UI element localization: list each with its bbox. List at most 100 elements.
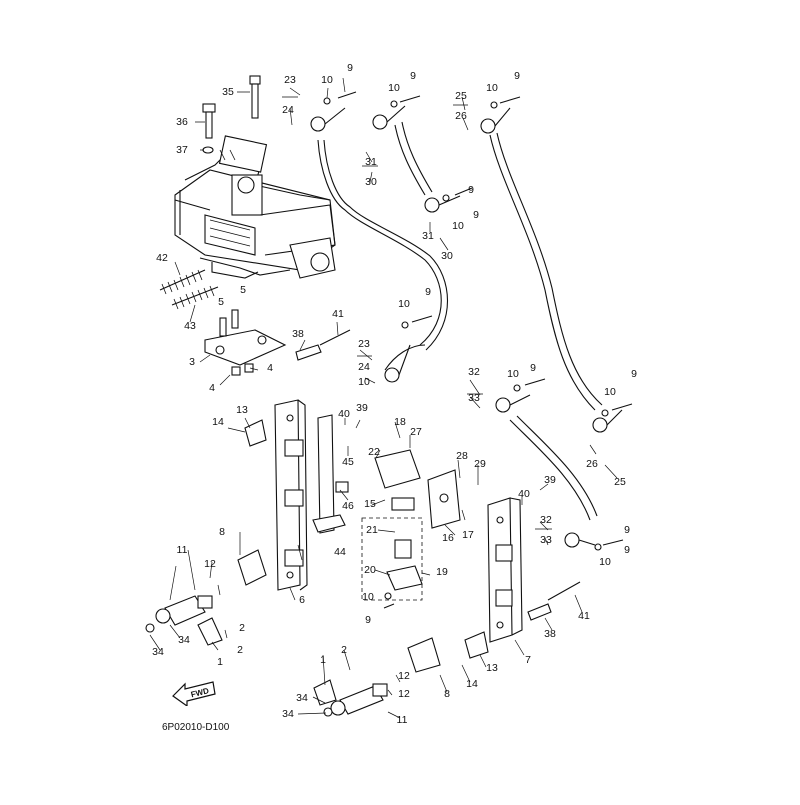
callout-2b: 2 bbox=[237, 643, 243, 656]
callout-2c: 2 bbox=[341, 643, 347, 656]
callout-10c: 10 bbox=[486, 81, 498, 94]
callout-33b: 33 bbox=[540, 533, 552, 546]
fuel-rail-7 bbox=[487, 497, 523, 643]
callout-5b: 5 bbox=[218, 295, 224, 308]
callout-42: 42 bbox=[156, 251, 168, 264]
group-brackets bbox=[282, 96, 552, 530]
callout-6: 6 bbox=[299, 593, 305, 606]
hose-fittings bbox=[310, 105, 623, 548]
callout-39b: 39 bbox=[544, 473, 556, 486]
callout-34c: 34 bbox=[296, 691, 308, 704]
plate-13-left bbox=[244, 419, 267, 447]
callout-9j: 9 bbox=[624, 523, 630, 536]
callout-12c: 12 bbox=[398, 687, 410, 700]
callout-31b: 31 bbox=[422, 229, 434, 242]
bolt-35 bbox=[249, 75, 261, 119]
callout-11b: 11 bbox=[396, 713, 408, 726]
callout-46: 46 bbox=[342, 499, 354, 512]
callout-10d: 10 bbox=[452, 219, 464, 232]
pipe-38 bbox=[295, 344, 552, 621]
pressure-regulator bbox=[361, 449, 423, 601]
callout-10f: 10 bbox=[358, 375, 370, 388]
holder-8-bottom bbox=[407, 637, 441, 673]
callout-9i: 9 bbox=[365, 613, 371, 626]
callout-12b: 12 bbox=[398, 669, 410, 682]
callout-34a: 34 bbox=[178, 633, 190, 646]
callout-41a: 41 bbox=[332, 307, 344, 320]
diagram-code: 6P02010-D100 bbox=[162, 722, 230, 733]
holder-8-left bbox=[237, 549, 267, 586]
callout-25a: 25 bbox=[455, 89, 467, 102]
callout-39a: 39 bbox=[356, 401, 368, 414]
callout-44: 44 bbox=[334, 545, 346, 558]
callout-28: 28 bbox=[456, 449, 468, 462]
spring-43 bbox=[171, 285, 219, 310]
callout-19: 19 bbox=[436, 565, 448, 578]
callout-43: 43 bbox=[184, 319, 196, 332]
callout-37: 37 bbox=[176, 143, 188, 156]
callout-31a: 31 bbox=[365, 155, 377, 168]
callout-10b: 10 bbox=[388, 81, 400, 94]
callout-30a: 30 bbox=[365, 175, 377, 188]
callout-13a: 13 bbox=[236, 403, 248, 416]
callout-30b: 30 bbox=[441, 249, 453, 262]
fwd-label: FWD bbox=[190, 686, 210, 699]
bolt-36 bbox=[202, 103, 216, 139]
callout-34d: 34 bbox=[282, 707, 294, 720]
callout-10i: 10 bbox=[362, 590, 374, 603]
bracket-16 bbox=[427, 469, 461, 529]
callout-2a: 2 bbox=[239, 621, 245, 634]
callout-10e: 10 bbox=[398, 297, 410, 310]
callout-9e: 9 bbox=[473, 208, 479, 221]
callout-3: 3 bbox=[189, 355, 195, 368]
callout-9b: 9 bbox=[410, 69, 416, 82]
callout-8b: 8 bbox=[444, 687, 450, 700]
callout-9a: 9 bbox=[347, 61, 353, 74]
callout-17: 17 bbox=[462, 528, 474, 541]
callout-4a: 4 bbox=[209, 381, 215, 394]
callout-9f: 9 bbox=[425, 285, 431, 298]
callout-13b: 13 bbox=[486, 661, 498, 674]
callout-9c: 9 bbox=[514, 69, 520, 82]
callout-23a: 23 bbox=[284, 73, 296, 86]
callout-24a: 24 bbox=[282, 103, 294, 116]
callout-1a: 1 bbox=[217, 655, 223, 668]
callout-32b: 32 bbox=[540, 513, 552, 526]
clip-44 bbox=[312, 414, 349, 534]
callout-9h: 9 bbox=[631, 367, 637, 380]
callout-12a: 12 bbox=[204, 557, 216, 570]
callout-38b: 38 bbox=[544, 627, 556, 640]
callout-26b: 26 bbox=[586, 457, 598, 470]
injector-11-bottom bbox=[330, 683, 388, 716]
callout-9d: 9 bbox=[468, 183, 474, 196]
washer-37 bbox=[202, 146, 214, 154]
plate-13-right bbox=[464, 631, 489, 659]
callout-11a: 11 bbox=[176, 543, 188, 556]
callout-36: 36 bbox=[176, 115, 188, 128]
callout-21: 21 bbox=[366, 523, 378, 536]
callout-10j: 10 bbox=[599, 555, 611, 568]
holder-1-left bbox=[197, 617, 223, 646]
callout-40b: 40 bbox=[518, 487, 530, 500]
callout-25b: 25 bbox=[614, 475, 626, 488]
callout-23b: 23 bbox=[358, 337, 370, 350]
callout-16: 16 bbox=[442, 531, 454, 544]
bracket-3 bbox=[204, 309, 287, 376]
washer-34b bbox=[323, 707, 333, 717]
callout-35: 35 bbox=[222, 85, 234, 98]
callout-10h: 10 bbox=[604, 385, 616, 398]
washer-34 bbox=[145, 623, 155, 633]
callout-26a: 26 bbox=[455, 109, 467, 122]
callout-14a: 14 bbox=[212, 415, 224, 428]
callout-18: 18 bbox=[394, 415, 406, 428]
throttle-body-assembly bbox=[174, 135, 336, 279]
callout-29: 29 bbox=[474, 457, 486, 470]
callout-32a: 32 bbox=[468, 365, 480, 378]
callout-22: 22 bbox=[368, 445, 380, 458]
bolts-41 bbox=[319, 329, 581, 601]
callout-27: 27 bbox=[410, 425, 422, 438]
injector-11-left bbox=[155, 595, 213, 626]
callout-41b: 41 bbox=[578, 609, 590, 622]
